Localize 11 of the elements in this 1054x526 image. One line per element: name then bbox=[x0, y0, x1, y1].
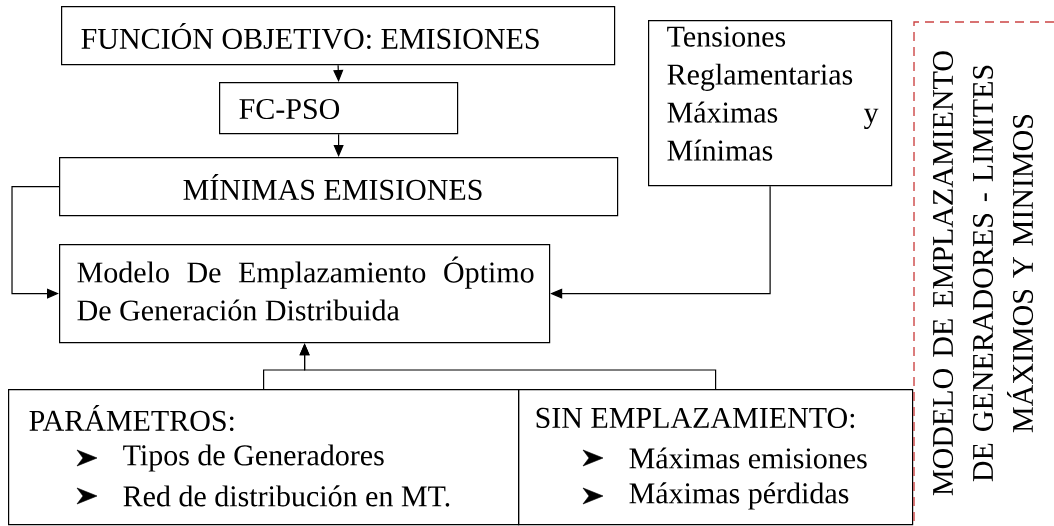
process-box: FC-PSO bbox=[219, 82, 459, 135]
arrow bbox=[333, 133, 344, 157]
dashed-frame: MODELO DE EMPLAZAMIENTO DE GENERADORES - LIMITES MÁXIMOS Y MINIMOS bbox=[913, 21, 1054, 526]
arrow bbox=[11, 186, 60, 299]
arrow bbox=[333, 64, 344, 82]
list-box: SIN EMPLAZAMIENTO: Máximas emisiones Máximas pérdidas bbox=[518, 389, 914, 526]
input-box: Tensiones Reglamentarias Máximas y Mínimas bbox=[648, 20, 893, 187]
process-box: MÍNIMAS EMISIONES bbox=[59, 157, 619, 217]
list-box: PARÁMETROS: Tipos de Generadores Red de distribución en MT. bbox=[8, 389, 520, 526]
process-box: Modelo De Emplazamiento Óptimo De Generación Distribuida bbox=[59, 244, 551, 344]
process-box: FUNCIÓN OBJETIVO: EMISIONES bbox=[61, 6, 616, 66]
